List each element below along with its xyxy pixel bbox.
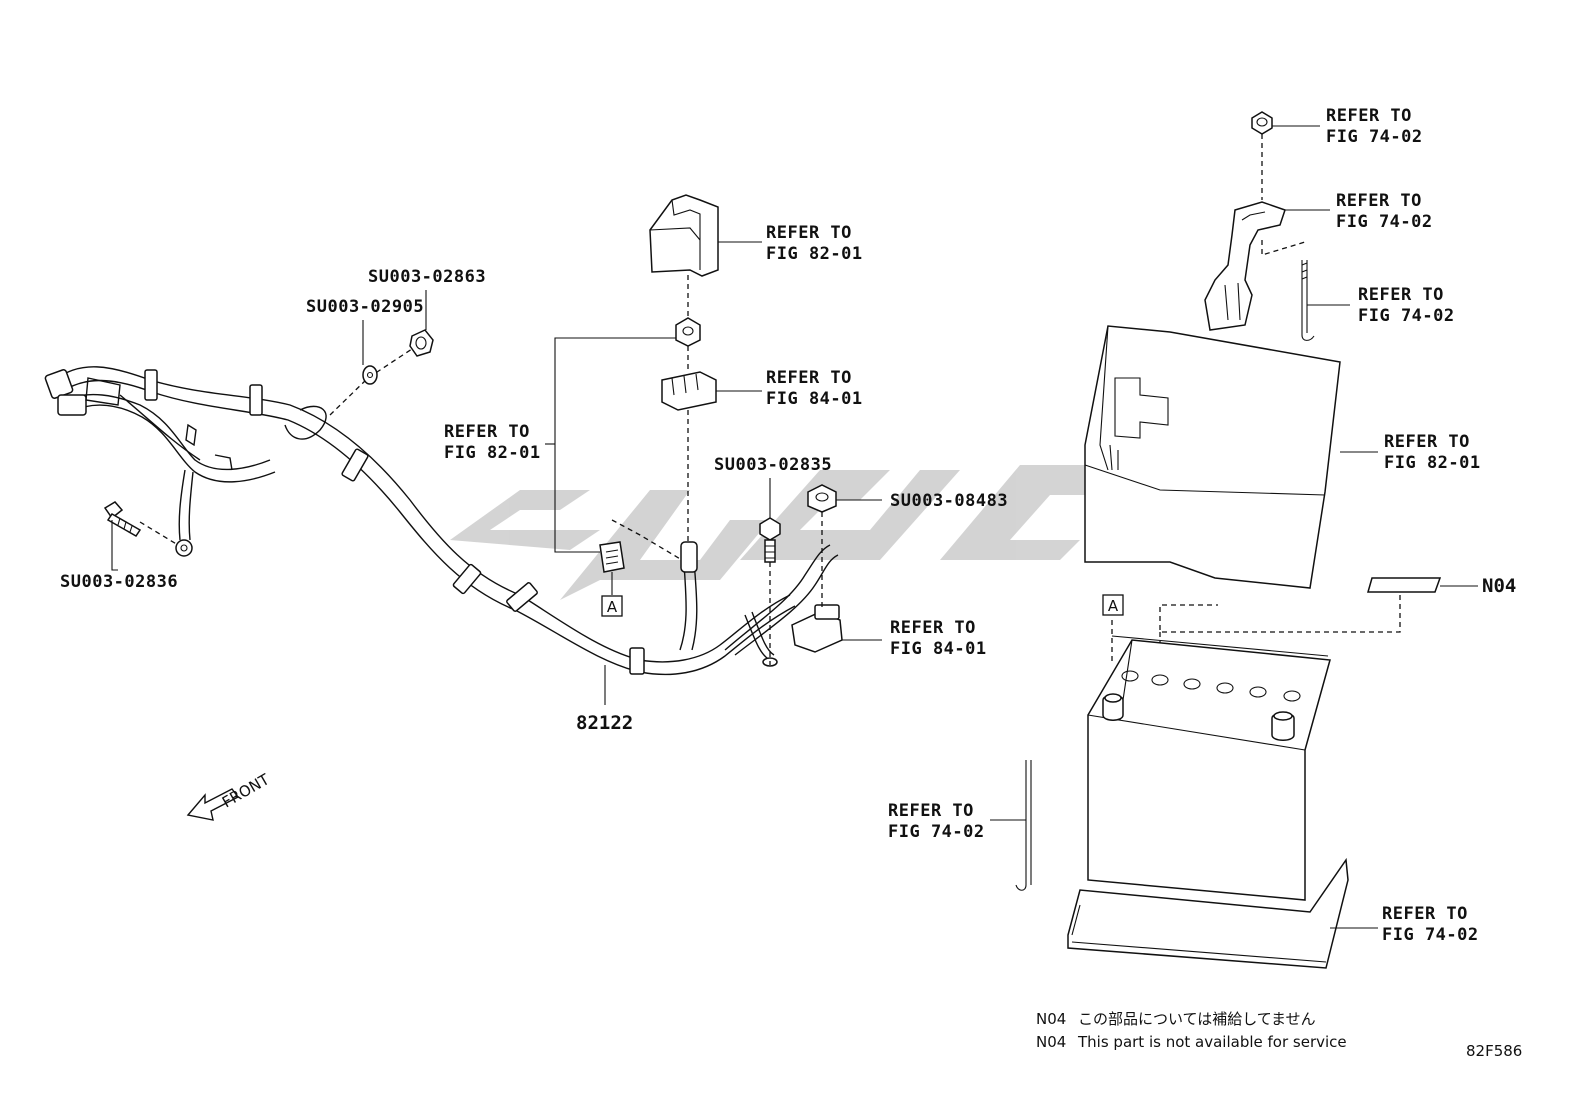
marker-a-right: A bbox=[1102, 594, 1124, 616]
callout-su003-02836: SU003-02836 bbox=[60, 572, 178, 592]
watermark-logo bbox=[450, 465, 1130, 600]
note-text-en: This part is not available for service bbox=[1077, 1033, 1347, 1051]
refer-fig-84-01: FIG 84-01 bbox=[766, 389, 863, 409]
note-text-ja: この部品については補給してません bbox=[1078, 1010, 1316, 1028]
j-bolt-top bbox=[1301, 260, 1315, 341]
svg-text:A: A bbox=[607, 598, 618, 616]
callout-su003-02905: SU003-02905 bbox=[306, 297, 424, 317]
battery-tray bbox=[1067, 857, 1349, 969]
refer-fig-74-02: FIG 74-02 bbox=[1382, 925, 1479, 945]
bolt-su003-02835 bbox=[759, 517, 781, 563]
j-bolt-bottom bbox=[1015, 760, 1032, 891]
refer-fig-82-01: FIG 82-01 bbox=[766, 244, 863, 264]
svg-text:A: A bbox=[1108, 597, 1119, 615]
refer-fig-74-02: FIG 74-02 bbox=[1358, 306, 1455, 326]
callout-su003-02835: SU003-02835 bbox=[714, 455, 832, 475]
front-label: FRONT bbox=[219, 770, 273, 812]
refer-fig-74-02: FIG 74-02 bbox=[1326, 127, 1423, 147]
refer-to-label: REFER TO bbox=[444, 422, 530, 442]
battery-cover bbox=[1084, 325, 1341, 589]
bolt-su003-02836 bbox=[103, 501, 142, 571]
battery bbox=[1087, 639, 1331, 901]
label-plate-n04 bbox=[1367, 577, 1442, 593]
refer-to-label: REFER TO bbox=[1336, 191, 1422, 211]
refer-fig-74-02: FIG 74-02 bbox=[888, 822, 985, 842]
callout-n04: N04 bbox=[1482, 575, 1516, 597]
refer-to-label: REFER TO bbox=[1382, 904, 1468, 924]
note-code: N04 bbox=[1036, 1033, 1066, 1051]
nut-su003-08483 bbox=[807, 484, 837, 513]
refer-fig-74-02: FIG 74-02 bbox=[1336, 212, 1433, 232]
refer-to-label: REFER TO bbox=[766, 223, 852, 243]
refer-to-label: REFER TO bbox=[888, 801, 974, 821]
wire-harness-82122 bbox=[44, 366, 843, 676]
part-number-82122: 82122 bbox=[576, 712, 633, 734]
refer-fig-82-01: FIG 82-01 bbox=[1384, 453, 1481, 473]
clamp-nut bbox=[1251, 111, 1273, 135]
nut-su003-02863 bbox=[409, 329, 434, 357]
refer-fig-84-01: FIG 84-01 bbox=[890, 639, 987, 659]
refer-to-label: REFER TO bbox=[1384, 432, 1470, 452]
marker-a-left: A bbox=[601, 595, 623, 617]
fuse-block bbox=[661, 371, 717, 411]
refer-fig-82-01: FIG 82-01 bbox=[444, 443, 541, 463]
callout-su003-08483: SU003-08483 bbox=[890, 491, 1008, 511]
refer-to-label: REFER TO bbox=[890, 618, 976, 638]
note-code: N04 bbox=[1036, 1010, 1066, 1028]
callout-su003-02863: SU003-02863 bbox=[368, 267, 486, 287]
refer-to-label: REFER TO bbox=[1326, 106, 1412, 126]
terminal-cover bbox=[649, 194, 719, 277]
washer-su003-02905 bbox=[362, 365, 378, 385]
terminal-nut bbox=[675, 317, 701, 347]
front-arrow-icon bbox=[186, 788, 240, 821]
figure-code: 82F586 bbox=[1466, 1042, 1522, 1060]
refer-to-label: REFER TO bbox=[766, 368, 852, 388]
battery-clamp bbox=[1204, 201, 1286, 331]
refer-to-label: REFER TO bbox=[1358, 285, 1444, 305]
